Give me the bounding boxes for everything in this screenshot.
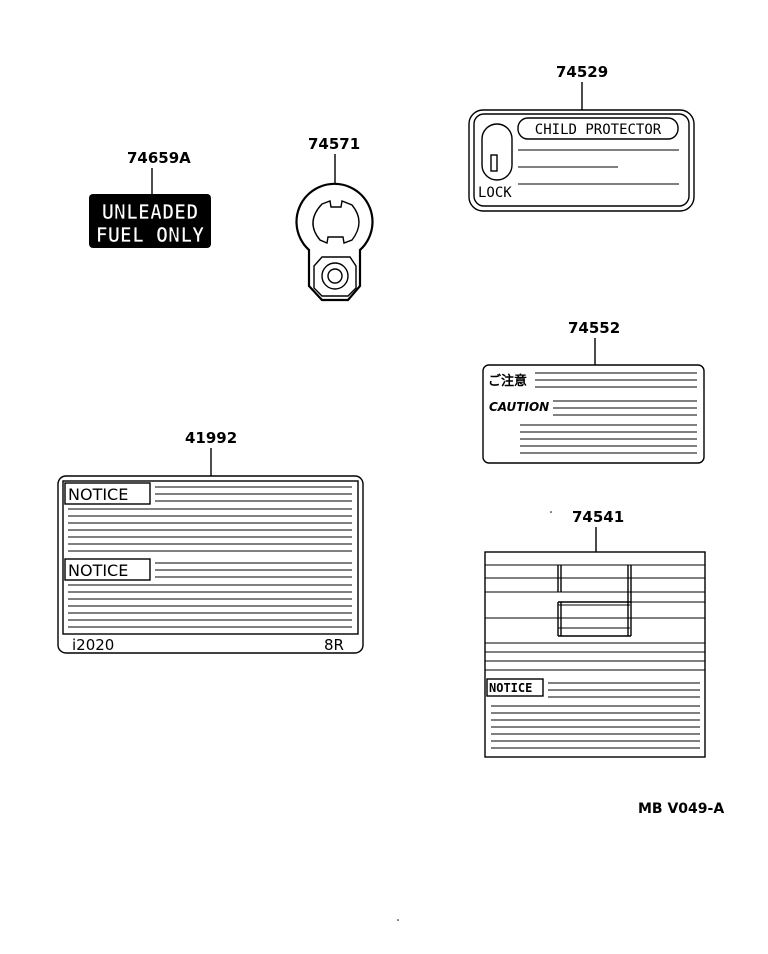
notice-small-border <box>484 551 706 758</box>
notice-small-heading-box <box>486 678 544 697</box>
cap-tag-outline <box>295 182 374 302</box>
part-number-notice-big: 41992 <box>185 429 237 447</box>
label-unleaded-line2: FUEL ONLY <box>96 223 204 247</box>
caution-english-heading: CAUTION <box>489 400 549 414</box>
child-protector-title-box <box>517 117 679 140</box>
child-protector-outer-border <box>468 109 695 212</box>
part-number-unleaded: 74659A <box>127 149 191 167</box>
notice-big-heading1-box <box>64 482 151 505</box>
caution-label-border <box>482 364 705 464</box>
part-number-caution: 74552 <box>568 319 620 337</box>
notice-big-heading2: NOTICE <box>68 561 128 580</box>
notice-small-grid <box>485 564 705 671</box>
notice-big-footer-right: 8R <box>324 636 344 654</box>
notice-small-text-lines <box>491 682 700 749</box>
notice-big-inner-border <box>62 480 359 635</box>
notice-big-outer-border <box>57 475 364 654</box>
label-caution-group: 74552 ご注意 CAUTION <box>482 319 705 464</box>
caution-text-lines <box>520 372 697 454</box>
label-notice-big-group: 41992 NOTICE NOTICE <box>57 429 364 654</box>
child-lock-label: LOCK <box>478 185 512 201</box>
child-lock-knob-icon <box>490 154 498 172</box>
label-unleaded-line1: UNLEADED <box>102 200 198 224</box>
cap-tag-nut-outline <box>313 256 357 297</box>
notice-big-footer-left: i2020 <box>72 636 114 654</box>
cap-tag-fuel-cap-hole <box>312 200 360 244</box>
label-unleaded-plate <box>89 194 211 248</box>
notice-big-heading2-box <box>64 558 151 581</box>
scan-speck <box>550 511 552 513</box>
figure-code: MB V049-A <box>638 801 724 817</box>
notice-big-heading1: NOTICE <box>68 485 128 504</box>
scan-speck <box>397 919 399 921</box>
part-number-child-protector: 74529 <box>556 63 608 81</box>
label-child-protector-group: 74529 CHILD PROTECTOR LOCK <box>468 63 695 212</box>
notice-big-text-lines <box>68 486 352 628</box>
part-number-notice-small: 74541 <box>572 508 624 526</box>
child-protector-title: CHILD PROTECTOR <box>535 122 662 138</box>
cap-tag-ring-inner <box>327 268 343 284</box>
label-notice-small-group: 74541 NOTICE <box>484 508 706 758</box>
label-cap-tag-group: 74571 <box>295 135 374 302</box>
label-unleaded-group: 74659A UNLEADED FUEL ONLY <box>89 149 211 248</box>
part-number-cap-tag: 74571 <box>308 135 360 153</box>
caution-japanese-heading: ご注意 <box>488 373 527 389</box>
child-lock-slot <box>481 123 513 181</box>
notice-small-heading: NOTICE <box>489 681 532 695</box>
cap-tag-ring-outer <box>321 262 349 290</box>
child-protector-inner-border <box>473 113 690 207</box>
